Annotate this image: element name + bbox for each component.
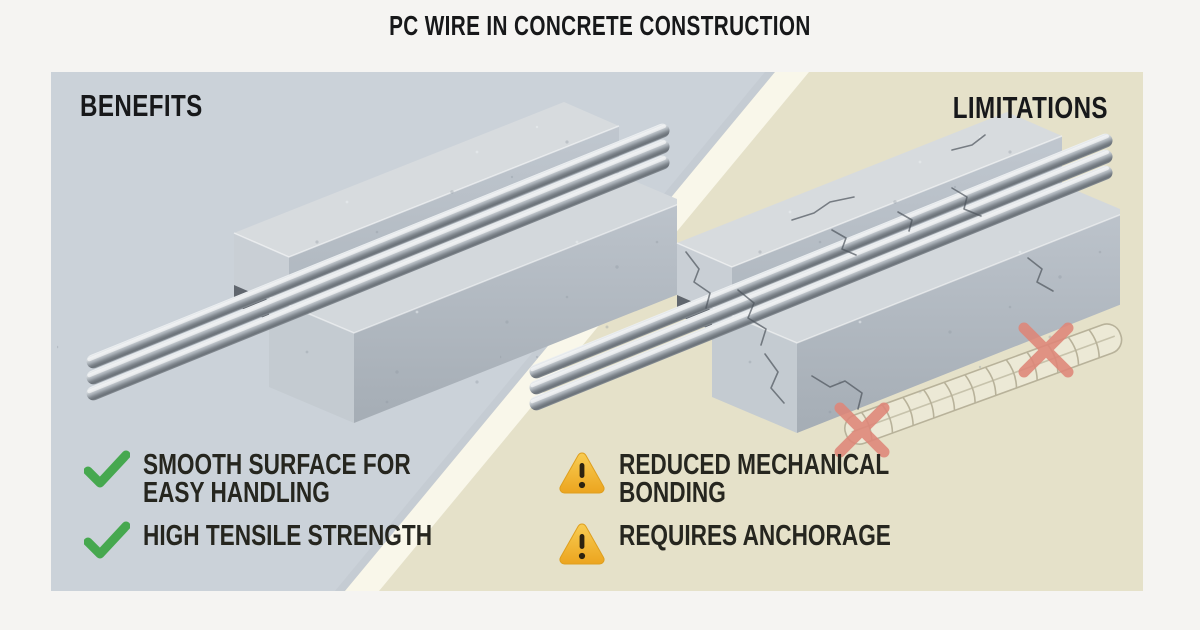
benefits-heading: BENEFITS [80,88,237,124]
limitations-heading: LIMITATIONS [909,90,1108,126]
benefits-heading-label: BENEFITS [80,88,203,123]
limitations-beam-illustration [500,92,1120,452]
page-title: PC WIRE IN CONCRETE CONSTRUCTION [389,10,811,41]
crack-lines [685,134,1054,410]
check-icon [84,450,130,488]
title-bar: PC WIRE IN CONCRETE CONSTRUCTION [0,10,1200,42]
cross-icon [1018,322,1074,378]
comparison-panel: BENEFITS LIMITATIONS [51,72,1143,591]
limitation-text: REQUIRES ANCHORAGE [619,520,891,552]
ghost-rebar [844,323,1123,445]
warning-icon [559,523,605,565]
cross-icon [834,402,890,458]
limitation-text: BONDING [619,477,726,509]
limitation-text: REDUCED MECHANICAL [619,449,890,481]
warning-icon [559,452,605,494]
benefit-text: EASY HANDLING [143,477,330,509]
benefit-item: HIGH TENSILE STRENGTH [84,521,514,559]
limitation-item: REQUIRES ANCHORAGE [558,521,968,567]
benefit-item: SMOOTH SURFACE FOR EASY HANDLING [84,449,486,509]
limitation-item: REDUCED MECHANICAL BONDING [558,449,965,509]
benefit-text: HIGH TENSILE STRENGTH [143,520,433,552]
benefit-text: SMOOTH SURFACE FOR [143,449,411,481]
check-icon [84,521,130,559]
rejected-rebar-illustration [834,322,1123,458]
limitations-heading-label: LIMITATIONS [952,90,1108,125]
